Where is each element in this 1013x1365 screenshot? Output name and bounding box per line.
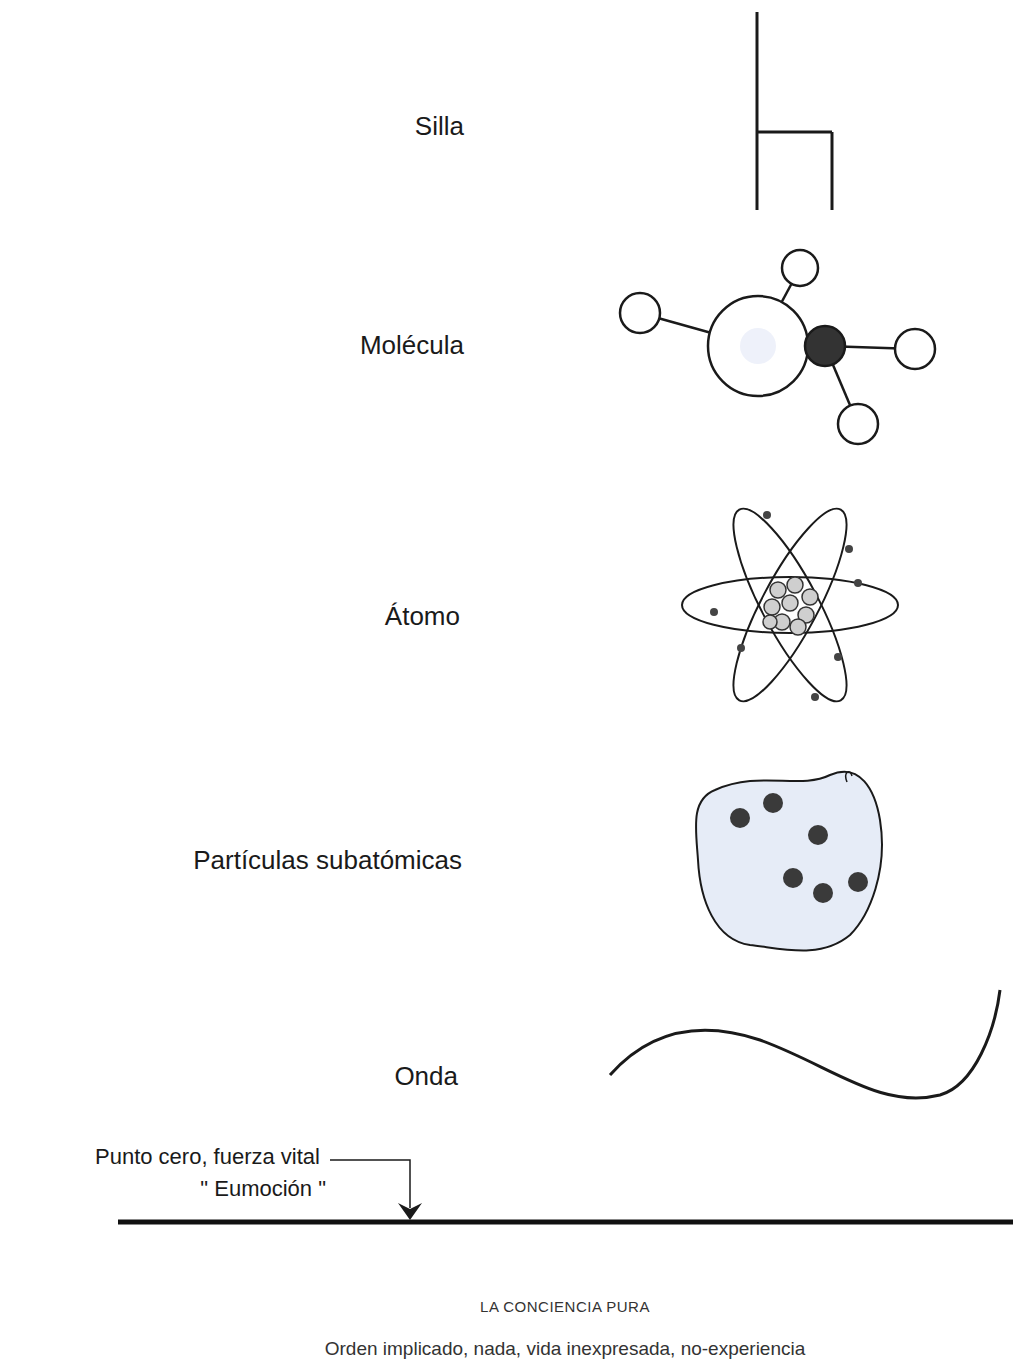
- level-label: Silla: [415, 112, 464, 142]
- chair-symbol: [757, 12, 832, 210]
- atom-symbol: [682, 496, 898, 713]
- zero-point-label: " Eumoción ": [200, 1176, 326, 1201]
- molecule-symbol: [620, 250, 935, 444]
- zero-point-label: Punto cero, fuerza vital: [95, 1144, 320, 1169]
- base-title: LA CONCIENCIA PURA: [480, 1298, 650, 1315]
- level-label: Átomo: [385, 602, 460, 632]
- zero-point-baseline: [118, 1220, 1013, 1225]
- level-label: Onda: [394, 1062, 458, 1092]
- level-label: Partículas subatómicas: [193, 846, 462, 876]
- subatomic-particles-symbol: [696, 772, 882, 951]
- base-caption: Orden implicado, nada, vida inexpresada,…: [325, 1338, 806, 1360]
- wave-symbol: [610, 990, 1000, 1098]
- arrow-head: [398, 1203, 422, 1220]
- level-label: Molécula: [360, 331, 464, 361]
- leader-line: [330, 1160, 410, 1208]
